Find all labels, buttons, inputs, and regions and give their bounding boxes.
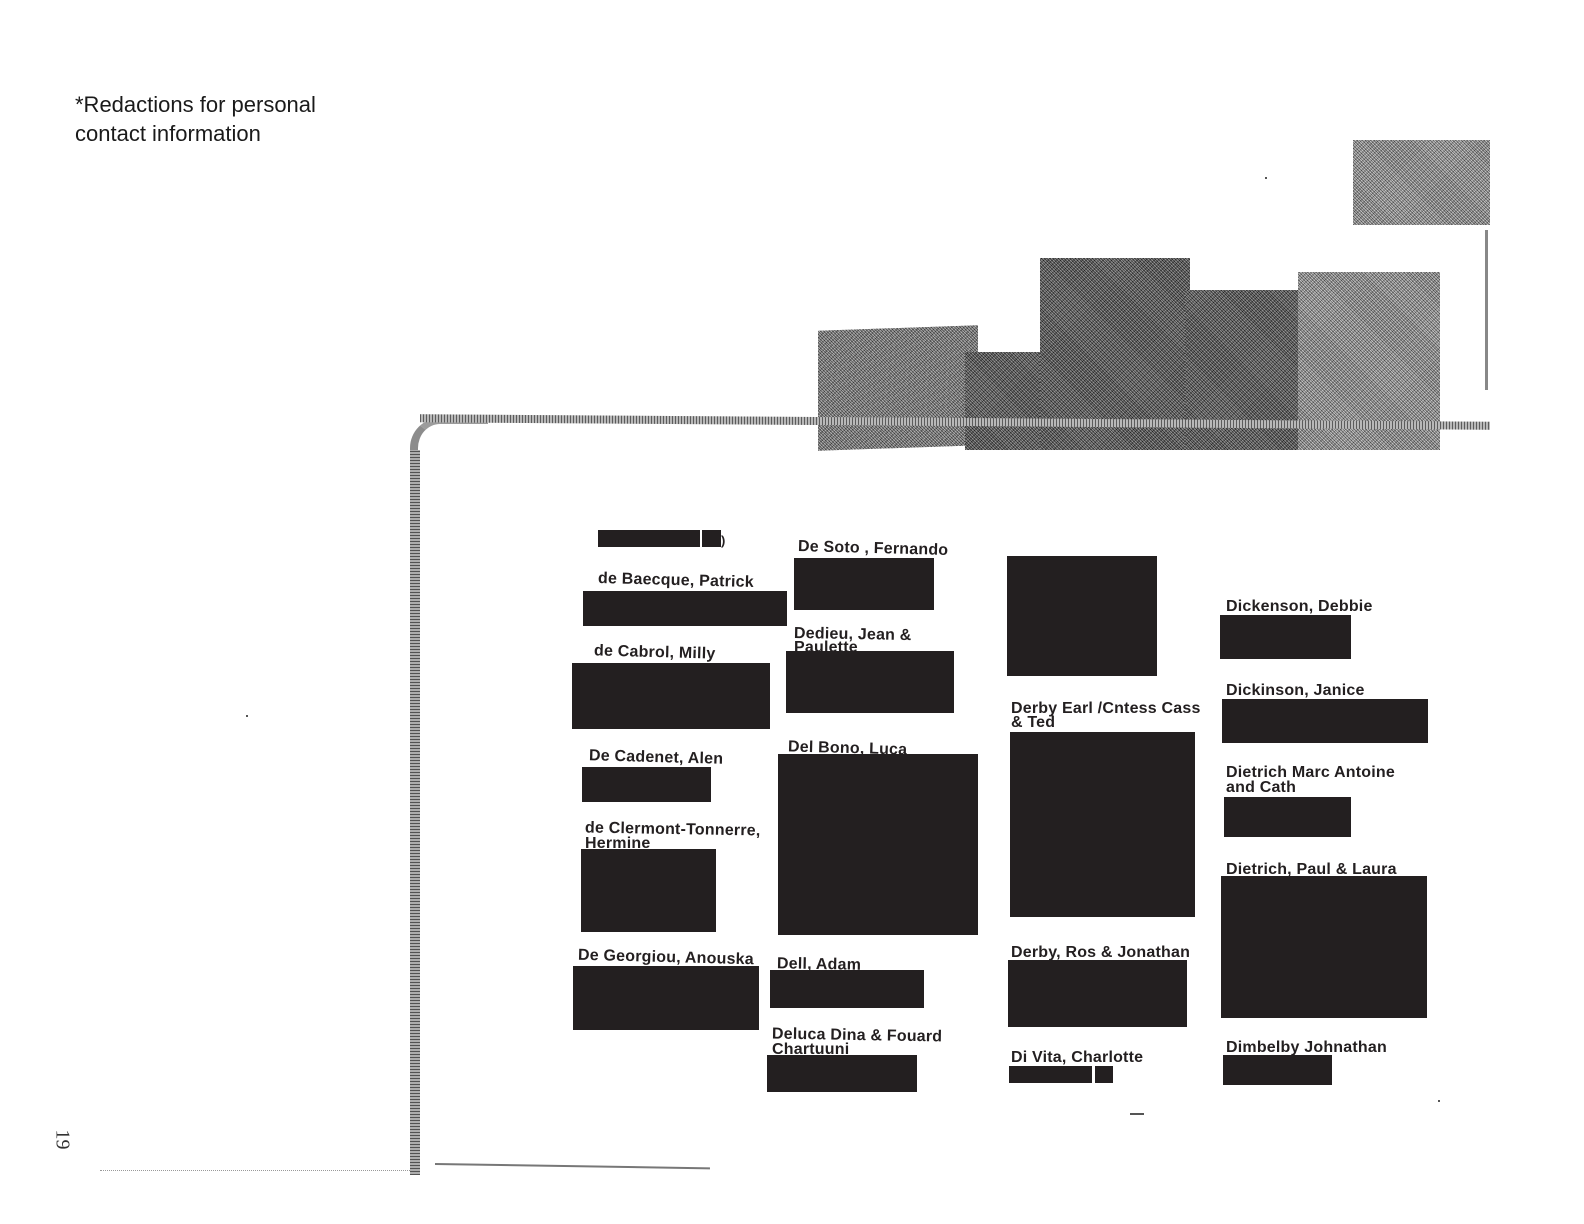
redaction-block — [778, 754, 978, 935]
redaction-block — [572, 663, 770, 729]
redaction-note-line-1: *Redactions for personal — [75, 92, 316, 117]
redaction-block — [702, 530, 721, 547]
entry-label-line-2: Hermine — [585, 835, 651, 852]
scan-speck — [246, 715, 248, 717]
stone-block-mid-left — [965, 352, 1045, 450]
redaction-block — [1221, 876, 1427, 1018]
frame-corner — [410, 418, 488, 464]
entry-label: Dietrich Marc Antoine — [1226, 764, 1395, 781]
redaction-block — [583, 591, 787, 626]
stone-block-left — [818, 325, 978, 451]
redaction-note: *Redactions for personal contact informa… — [75, 90, 316, 148]
redaction-block — [582, 767, 711, 802]
entry-label: Derby Earl /Cntess Cass — [1011, 700, 1201, 717]
frame-bottom-edge — [434, 1163, 710, 1170]
stone-block-top-right — [1353, 140, 1490, 225]
photo-right-edge — [1485, 230, 1488, 390]
redaction-block — [573, 966, 759, 1030]
redaction-note-line-2: contact information — [75, 121, 261, 146]
entry-label: ) — [721, 533, 726, 548]
entry-label: Dietrich, Paul & Laura — [1226, 861, 1397, 878]
entry-label: De Soto , Fernando — [797, 538, 949, 559]
redaction-block — [1224, 797, 1351, 837]
redaction-block — [1223, 1055, 1332, 1085]
frame-left-edge — [410, 450, 420, 1175]
entry-label-line-2: and Cath — [1226, 779, 1297, 796]
redaction-block — [770, 970, 924, 1008]
redaction-block — [794, 558, 934, 610]
entry-label: Di Vita, Charlotte — [1011, 1049, 1144, 1066]
scan-speck — [1130, 1113, 1144, 1115]
entry-label-line-2: & Ted — [1011, 714, 1056, 731]
redaction-block — [1008, 960, 1187, 1027]
entry-label: Derby, Ros & Jonathan — [1011, 944, 1191, 961]
entry-label-line-2: Chartuuni — [772, 1041, 850, 1058]
redaction-block — [1095, 1066, 1113, 1083]
entry-label: De Cadenet, Alen — [588, 747, 724, 768]
page-number: 19 — [51, 1129, 74, 1150]
scan-speck — [1438, 1100, 1440, 1102]
redaction-block — [1222, 699, 1428, 743]
redaction-block — [598, 530, 700, 547]
entry-label: de Baecque, Patrick — [597, 569, 755, 592]
scan-speck — [1265, 177, 1267, 179]
frame-bottom-left-edge — [100, 1170, 410, 1172]
entry-label: Dickinson, Janice — [1226, 682, 1365, 699]
redaction-block — [1009, 1066, 1092, 1083]
entry-label: De Georgiou, Anouska — [577, 946, 755, 969]
redaction-block — [1010, 732, 1195, 917]
redaction-block — [767, 1055, 917, 1092]
redaction-block — [581, 849, 716, 932]
redaction-block — [786, 651, 954, 713]
entry-label: Dickenson, Debbie — [1226, 598, 1373, 615]
redaction-block — [1220, 615, 1351, 659]
redaction-block — [1007, 556, 1157, 676]
entry-label: Dimbelby Johnathan — [1226, 1039, 1387, 1056]
entry-label: de Cabrol, Milly — [593, 642, 716, 663]
